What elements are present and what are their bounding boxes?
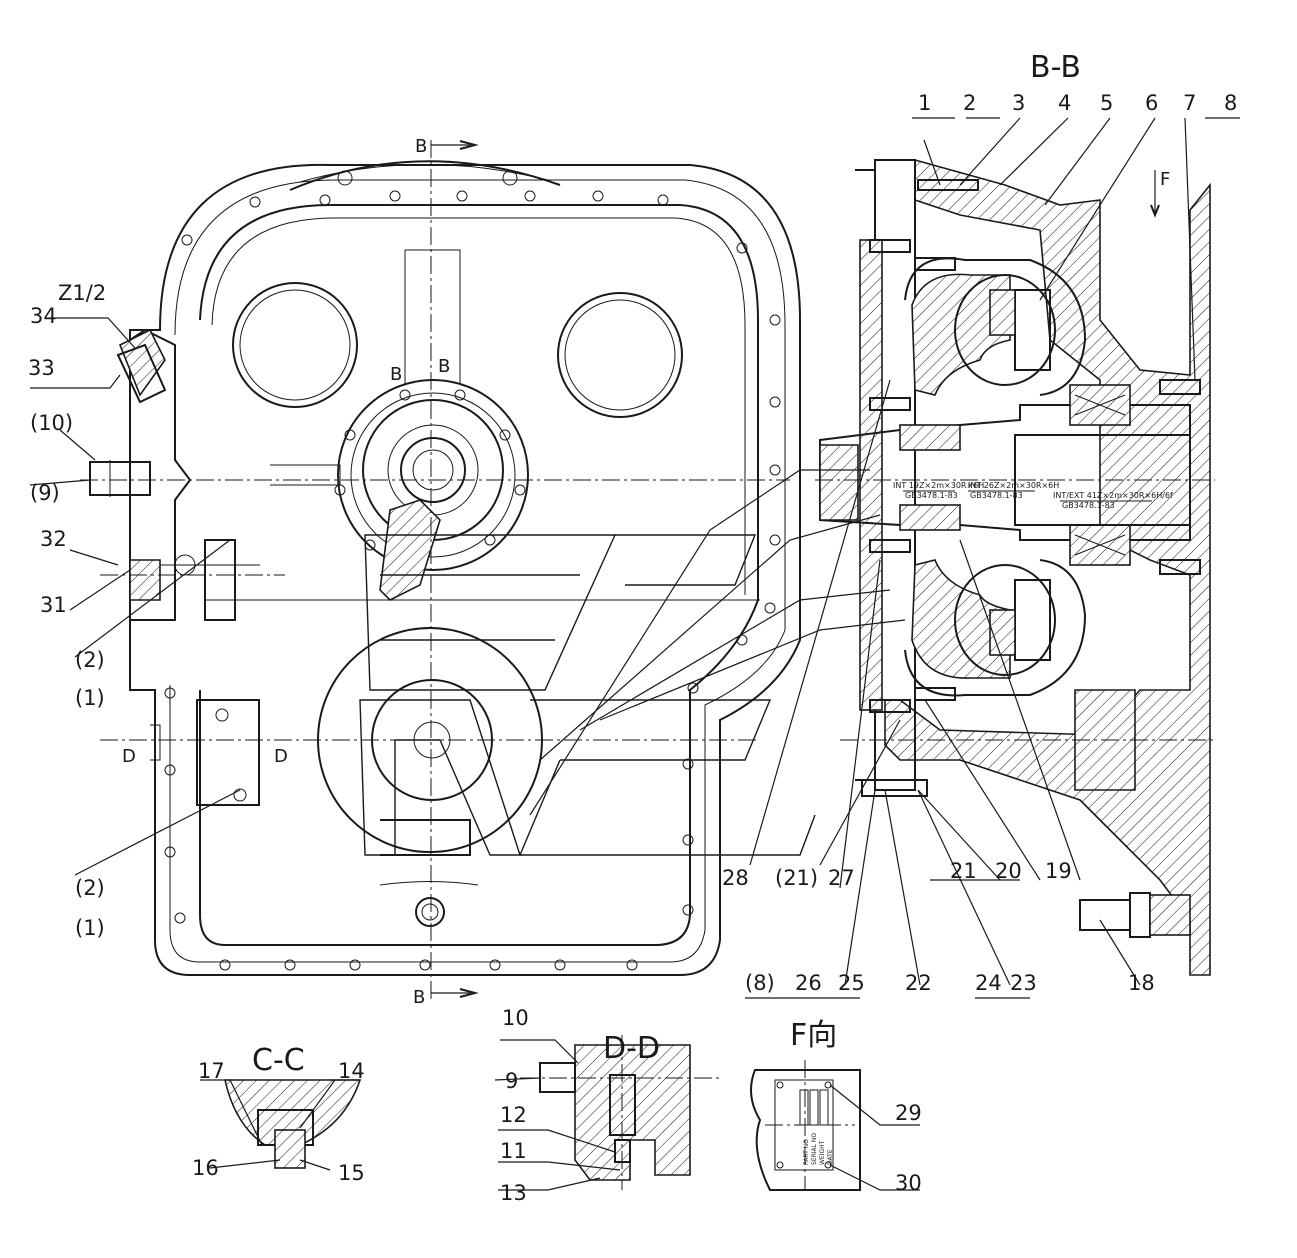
callout-30: 30 bbox=[895, 1171, 922, 1195]
callout-26: 26 bbox=[795, 971, 822, 995]
callout-22: 22 bbox=[905, 971, 932, 995]
callout-24: 24 bbox=[975, 971, 1002, 995]
cut-mark-f: F bbox=[1160, 169, 1170, 190]
section-bb bbox=[815, 158, 1215, 976]
callout-14: 14 bbox=[338, 1059, 365, 1083]
flange-bolts bbox=[164, 170, 781, 971]
callout-20: 20 bbox=[995, 859, 1022, 883]
callout-31: 31 bbox=[40, 593, 67, 617]
callout-7: 7 bbox=[1183, 91, 1196, 115]
callout-33: 33 bbox=[28, 356, 55, 380]
section-title-dd: D-D bbox=[603, 1031, 660, 1066]
cut-mark-d-right: D bbox=[274, 746, 288, 767]
callout-27: 27 bbox=[828, 866, 855, 890]
callout-3: 3 bbox=[1012, 91, 1025, 115]
cut-mark-b-center: B bbox=[438, 356, 450, 377]
callout-13: 13 bbox=[500, 1181, 527, 1205]
callout-18: 18 bbox=[1128, 971, 1155, 995]
callout-2-paren-b: (2) bbox=[75, 876, 105, 900]
nameplate-line-1: PART NO bbox=[803, 1139, 810, 1165]
callout-34: 34 bbox=[30, 304, 57, 328]
callout-29: 29 bbox=[895, 1101, 922, 1125]
callout-labels: 1 2 3 4 5 6 7 8 34 33 (10) (9) 32 31 (2)… bbox=[28, 91, 1237, 1205]
callout-2-paren-a: (2) bbox=[75, 648, 105, 672]
callout-9-paren: (9) bbox=[30, 481, 60, 505]
section-title-bb: B-B bbox=[1030, 50, 1081, 85]
spline-1-std: GB3478.1-83 bbox=[905, 491, 958, 500]
callout-5: 5 bbox=[1100, 91, 1113, 115]
section-dd bbox=[494, 1035, 720, 1191]
callout-1-paren-b: (1) bbox=[75, 916, 105, 940]
section-cc bbox=[200, 1079, 362, 1171]
callout-17: 17 bbox=[198, 1059, 225, 1083]
section-title-f-view: F向 bbox=[790, 1018, 837, 1053]
nameplate-line-3: WEIGHT bbox=[819, 1140, 826, 1165]
callout-12: 12 bbox=[500, 1103, 527, 1127]
callout-1: 1 bbox=[918, 91, 931, 115]
spline-2-spec: INT 26Z×2m×30R×6H bbox=[968, 481, 1059, 490]
callout-2: 2 bbox=[963, 91, 976, 115]
callout-28: 28 bbox=[722, 866, 749, 890]
callout-9: 9 bbox=[505, 1069, 518, 1093]
spline-3-spec: INT/EXT 41Z×2m×30R×6H/6f bbox=[1053, 491, 1173, 500]
nameplate-line-2: SERIAL NO bbox=[811, 1133, 818, 1165]
cut-mark-b-bottom: B bbox=[413, 987, 425, 1008]
spline-notes: INT 19Z×2m×30R×6H GB3478.1-83 INT 26Z×2m… bbox=[893, 481, 1173, 510]
callout-21-paren: (21) bbox=[775, 866, 818, 890]
callout-8: 8 bbox=[1224, 91, 1237, 115]
view-f: PART NO SERIAL NO WEIGHT DATE bbox=[750, 1060, 920, 1191]
callout-11: 11 bbox=[500, 1139, 527, 1163]
watermark-logo bbox=[359, 534, 816, 856]
callout-4: 4 bbox=[1058, 91, 1071, 115]
spline-1-spec: INT 19Z×2m×30R×6H bbox=[893, 481, 984, 490]
callout-15: 15 bbox=[338, 1161, 365, 1185]
leader-lines bbox=[29, 117, 1240, 999]
callout-16: 16 bbox=[192, 1156, 219, 1180]
callout-6: 6 bbox=[1145, 91, 1158, 115]
callout-21: 21 bbox=[950, 859, 977, 883]
cut-mark-b-top: B bbox=[415, 136, 427, 157]
cut-mark-b-center-2: B bbox=[390, 364, 402, 385]
callout-1-paren-a: (1) bbox=[75, 686, 105, 710]
cut-mark-d-left: D bbox=[122, 746, 136, 767]
callout-25: 25 bbox=[838, 971, 865, 995]
nameplate-line-4: DATE bbox=[827, 1149, 834, 1165]
spline-3-std: GB3478.1-83 bbox=[1062, 501, 1115, 510]
section-title-cc: C-C bbox=[252, 1043, 305, 1078]
callout-10-paren: (10) bbox=[30, 411, 73, 435]
thread-label: Z1/2 bbox=[58, 281, 106, 305]
callout-8-paren: (8) bbox=[745, 971, 775, 995]
spline-2-std: GB3478.1-83 bbox=[970, 491, 1023, 500]
callout-23: 23 bbox=[1010, 971, 1037, 995]
callout-19: 19 bbox=[1045, 859, 1072, 883]
front-view bbox=[80, 140, 801, 1000]
callout-10: 10 bbox=[502, 1006, 529, 1030]
callout-32: 32 bbox=[40, 527, 67, 551]
